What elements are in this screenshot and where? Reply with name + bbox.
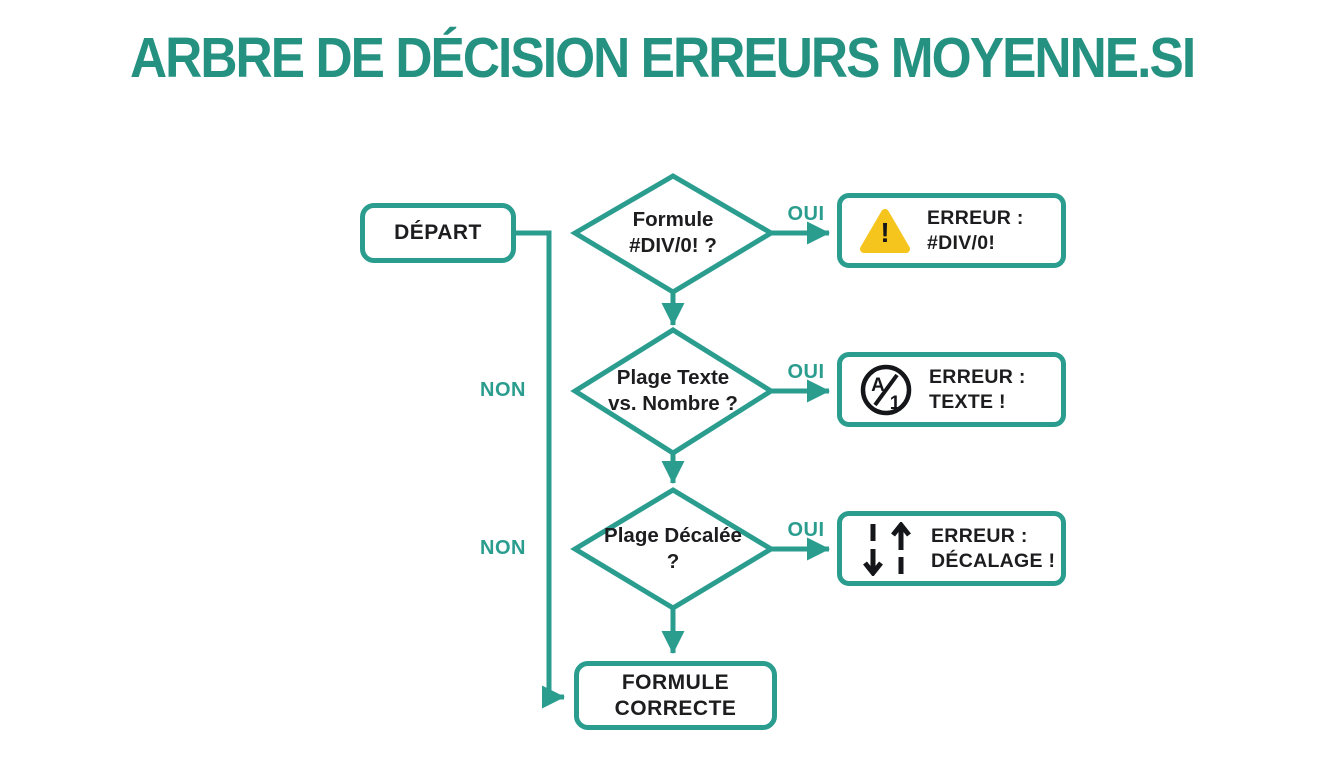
yes-label-2: OUI <box>787 361 825 383</box>
end-node: FORMULE CORRECTE <box>574 661 777 730</box>
start-node-label: DÉPART <box>394 221 482 244</box>
error-node-div0: ! ERREUR : #DIV/0! <box>837 193 1066 268</box>
offset-arrows-icon <box>863 521 911 576</box>
warning-exclamation-glyph: ! <box>880 217 889 248</box>
warning-triangle-icon: ! <box>860 208 910 253</box>
error-node-decalage: ERREUR : DÉCALAGE ! <box>837 511 1066 586</box>
start-node: DÉPART <box>360 203 516 263</box>
decision-diamond-decalage <box>570 487 776 611</box>
decision-diamond-texte <box>570 327 776 456</box>
decision-diamond-div0 <box>570 173 776 295</box>
a1-icon-digit-1: 1 <box>890 393 901 414</box>
error-node-texte-label: ERREUR : TEXTE ! <box>929 365 1026 413</box>
error-node-div0-label: ERREUR : #DIV/0! <box>927 206 1024 254</box>
yes-label-1: OUI <box>787 203 825 225</box>
no-label-2: NON <box>480 537 526 559</box>
decision-node-div0-label: Formule #DIV/0! ? <box>629 208 717 257</box>
no-label-1: NON <box>480 379 526 401</box>
a1-icon-letter-a: A <box>871 375 885 396</box>
decision-node-decalage-label: Plage Décalée ? <box>604 524 742 573</box>
decision-node-texte-label: Plage Texte vs. Nombre ? <box>608 366 738 415</box>
end-node-label: FORMULE CORRECTE <box>614 670 737 720</box>
error-node-texte: A 1 ERREUR : TEXTE ! <box>837 352 1066 427</box>
a1-cell-ref-icon: A 1 <box>860 364 912 415</box>
yes-label-3: OUI <box>787 519 825 541</box>
error-node-decalage-label: ERREUR : DÉCALAGE ! <box>931 524 1056 572</box>
edge-start-to-end-no-path <box>515 230 565 709</box>
page-title: ARBRE DE DÉCISION ERREURS MOYENNE.SI <box>130 27 1196 90</box>
